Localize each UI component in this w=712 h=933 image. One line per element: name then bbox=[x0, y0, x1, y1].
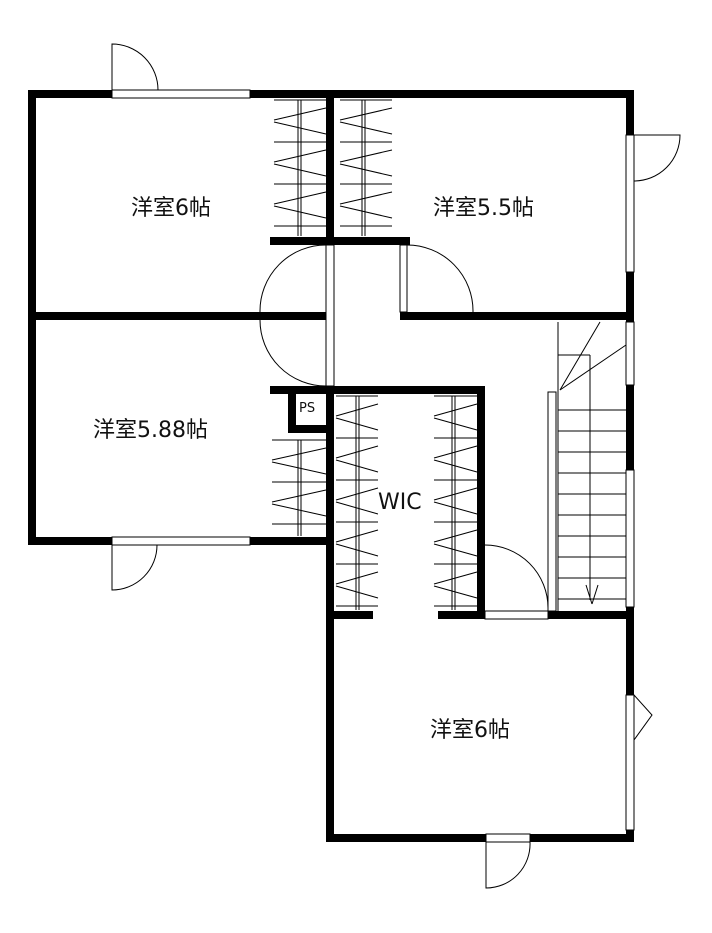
hanger bbox=[271, 447, 327, 461]
room-label-western-6jo-top: 洋室6帖 bbox=[131, 196, 211, 221]
stair-arrow bbox=[591, 584, 599, 605]
hanger bbox=[271, 489, 327, 503]
hanger bbox=[273, 107, 327, 121]
hanger bbox=[273, 191, 327, 205]
stair-arrow bbox=[585, 584, 593, 605]
hanger bbox=[271, 503, 327, 517]
hanger bbox=[335, 501, 379, 515]
room-label-ps: PS bbox=[299, 401, 316, 416]
hanger bbox=[339, 191, 393, 205]
hanger bbox=[335, 445, 379, 459]
hanger bbox=[433, 543, 478, 557]
hanger bbox=[433, 417, 478, 431]
hanger bbox=[335, 529, 379, 543]
hanger bbox=[335, 487, 379, 501]
stair-winder bbox=[559, 321, 601, 391]
hanger bbox=[339, 149, 393, 163]
hanger bbox=[433, 501, 478, 515]
hanger bbox=[335, 459, 379, 473]
room-label-wic: WIC bbox=[378, 490, 422, 515]
hanger bbox=[339, 163, 393, 177]
door-swings bbox=[111, 43, 681, 889]
hanger bbox=[271, 461, 327, 475]
hanger bbox=[433, 585, 478, 599]
hanger bbox=[273, 149, 327, 163]
hanger bbox=[433, 403, 478, 417]
hanger bbox=[433, 529, 478, 543]
hanger bbox=[433, 571, 478, 585]
room-label-western-5-88jo: 洋室5.88帖 bbox=[93, 418, 208, 443]
hanger bbox=[273, 163, 327, 177]
hanger bbox=[433, 459, 478, 473]
hanger bbox=[339, 121, 393, 135]
hanger bbox=[335, 417, 379, 431]
hanger bbox=[335, 543, 379, 557]
closet-shelves bbox=[271, 99, 478, 610]
hanger bbox=[273, 121, 327, 135]
hanger bbox=[335, 403, 379, 417]
stair-winder bbox=[559, 344, 627, 391]
hanger bbox=[339, 107, 393, 121]
room-label-western-6jo-bottom: 洋室6帖 bbox=[430, 718, 510, 743]
hanger bbox=[433, 487, 478, 501]
room-label-western-5-5jo: 洋室5.5帖 bbox=[433, 196, 534, 221]
hanger bbox=[335, 571, 379, 585]
walls bbox=[28, 90, 634, 842]
staircase bbox=[557, 321, 627, 612]
windows bbox=[111, 89, 635, 843]
hanger bbox=[433, 445, 478, 459]
hanger bbox=[335, 585, 379, 599]
hanger bbox=[339, 205, 393, 219]
hanger bbox=[273, 205, 327, 219]
